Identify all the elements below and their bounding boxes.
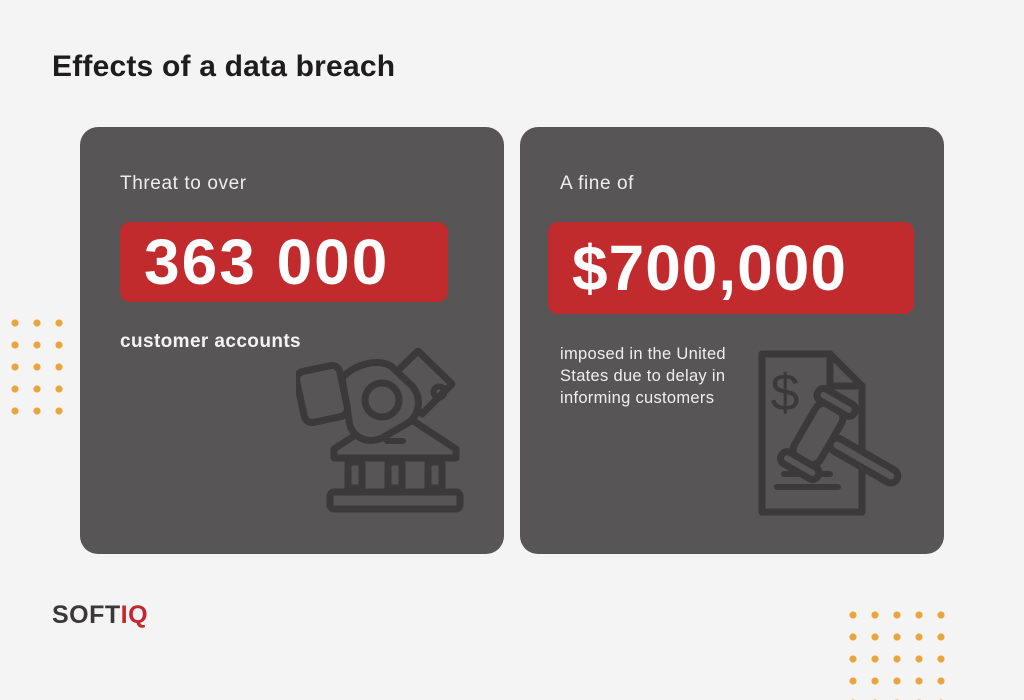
highlight-badge: $700,000 (548, 222, 914, 314)
hand-depositing-money-into-bank-icon (296, 348, 464, 513)
stat-value: 363 000 (144, 226, 390, 298)
card-intro-text: Threat to over (120, 173, 247, 194)
logo-text-soft: SOFT (52, 601, 121, 629)
page-title: Effects of a data breach (52, 50, 396, 83)
dot-grid-decoration-left (4, 312, 70, 422)
stat-caption: customer accounts (120, 331, 302, 352)
cuff-shape (296, 361, 351, 427)
fine-document-with-gavel-icon: $ (758, 350, 902, 516)
stat-caption: imposed in the United States due to dela… (560, 345, 726, 407)
bank-building-shape (326, 405, 464, 513)
gavel-shape (777, 384, 902, 487)
coin-shape (361, 379, 403, 421)
logo-text-iq: IQ (120, 601, 149, 629)
stat-card-fine: A fine of $700,000 imposed in the United… (520, 127, 944, 554)
softiq-logo: SOFTIQ (52, 601, 148, 630)
stat-value: $700,000 (572, 232, 847, 304)
stat-card-customer-accounts: Threat to over 363 000 customer accounts (80, 127, 504, 554)
card-intro-text: A fine of (560, 173, 635, 194)
dot-grid-decoration-bottom-right (842, 604, 952, 700)
highlight-badge: 363 000 (120, 222, 448, 302)
dollar-sign: $ (771, 364, 800, 422)
